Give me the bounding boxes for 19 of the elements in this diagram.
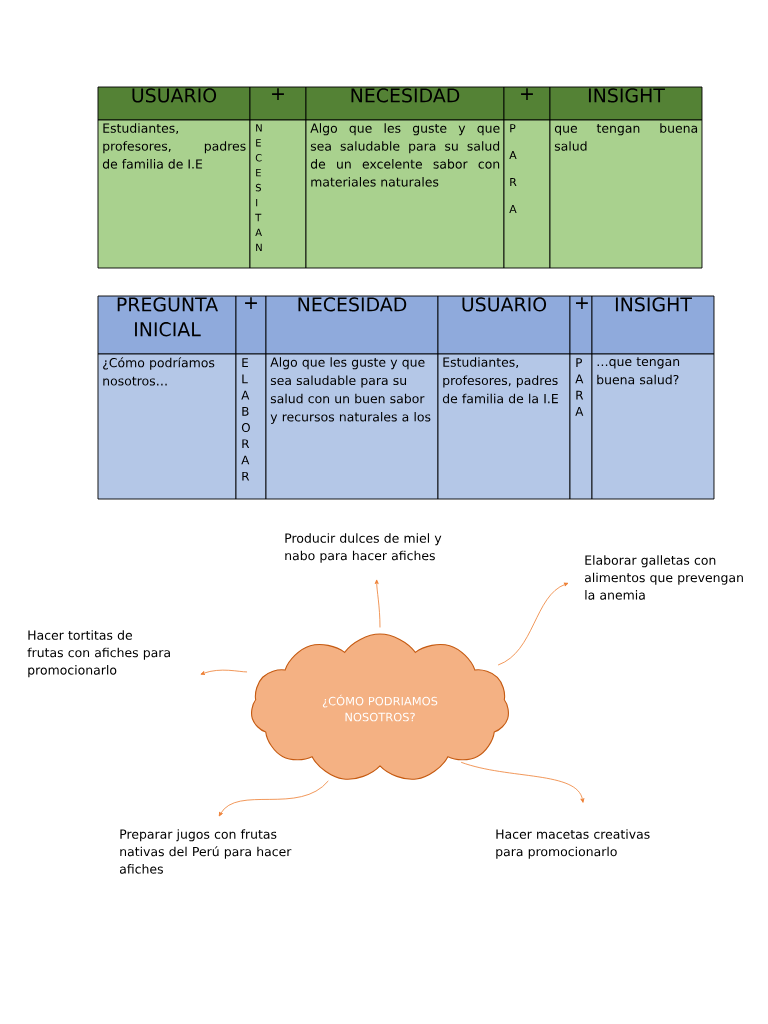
header-cell: + [569,295,593,355]
vertical-text-cell: N E C E S I T A N [249,119,307,269]
idea-text: Elaborar galletas con alimentos que prevengan la anemia [584,555,743,600]
question-cloud: ¿CÓMO PODRIAMOS NOSOTROS? [251,633,509,780]
header-cell: + [235,295,267,355]
curved-arrow [460,761,585,803]
curved-arrow [497,582,569,666]
curved-arrow [200,669,248,675]
vertical-text-cell: P A R A [503,119,551,269]
vertical-text-cell: P A R A [569,353,593,500]
vertical-text-cell: E L A B O R A R [235,353,267,500]
idea-text: Producir dulces de miel y nabo para hacer afiches [285,533,442,563]
idea-text: Hacer macetas creativas para promocionarlo [496,829,650,859]
idea-text: Preparar jugos con frutas nativas del Perú para hacer afiches [119,829,292,874]
header-cell: + [503,86,551,121]
curved-arrow [218,780,329,817]
curved-arrow [374,579,381,628]
idea-text: Hacer tortitas de frutas con afiches para promocionarlo [27,630,170,678]
header-cell: + [249,86,307,121]
